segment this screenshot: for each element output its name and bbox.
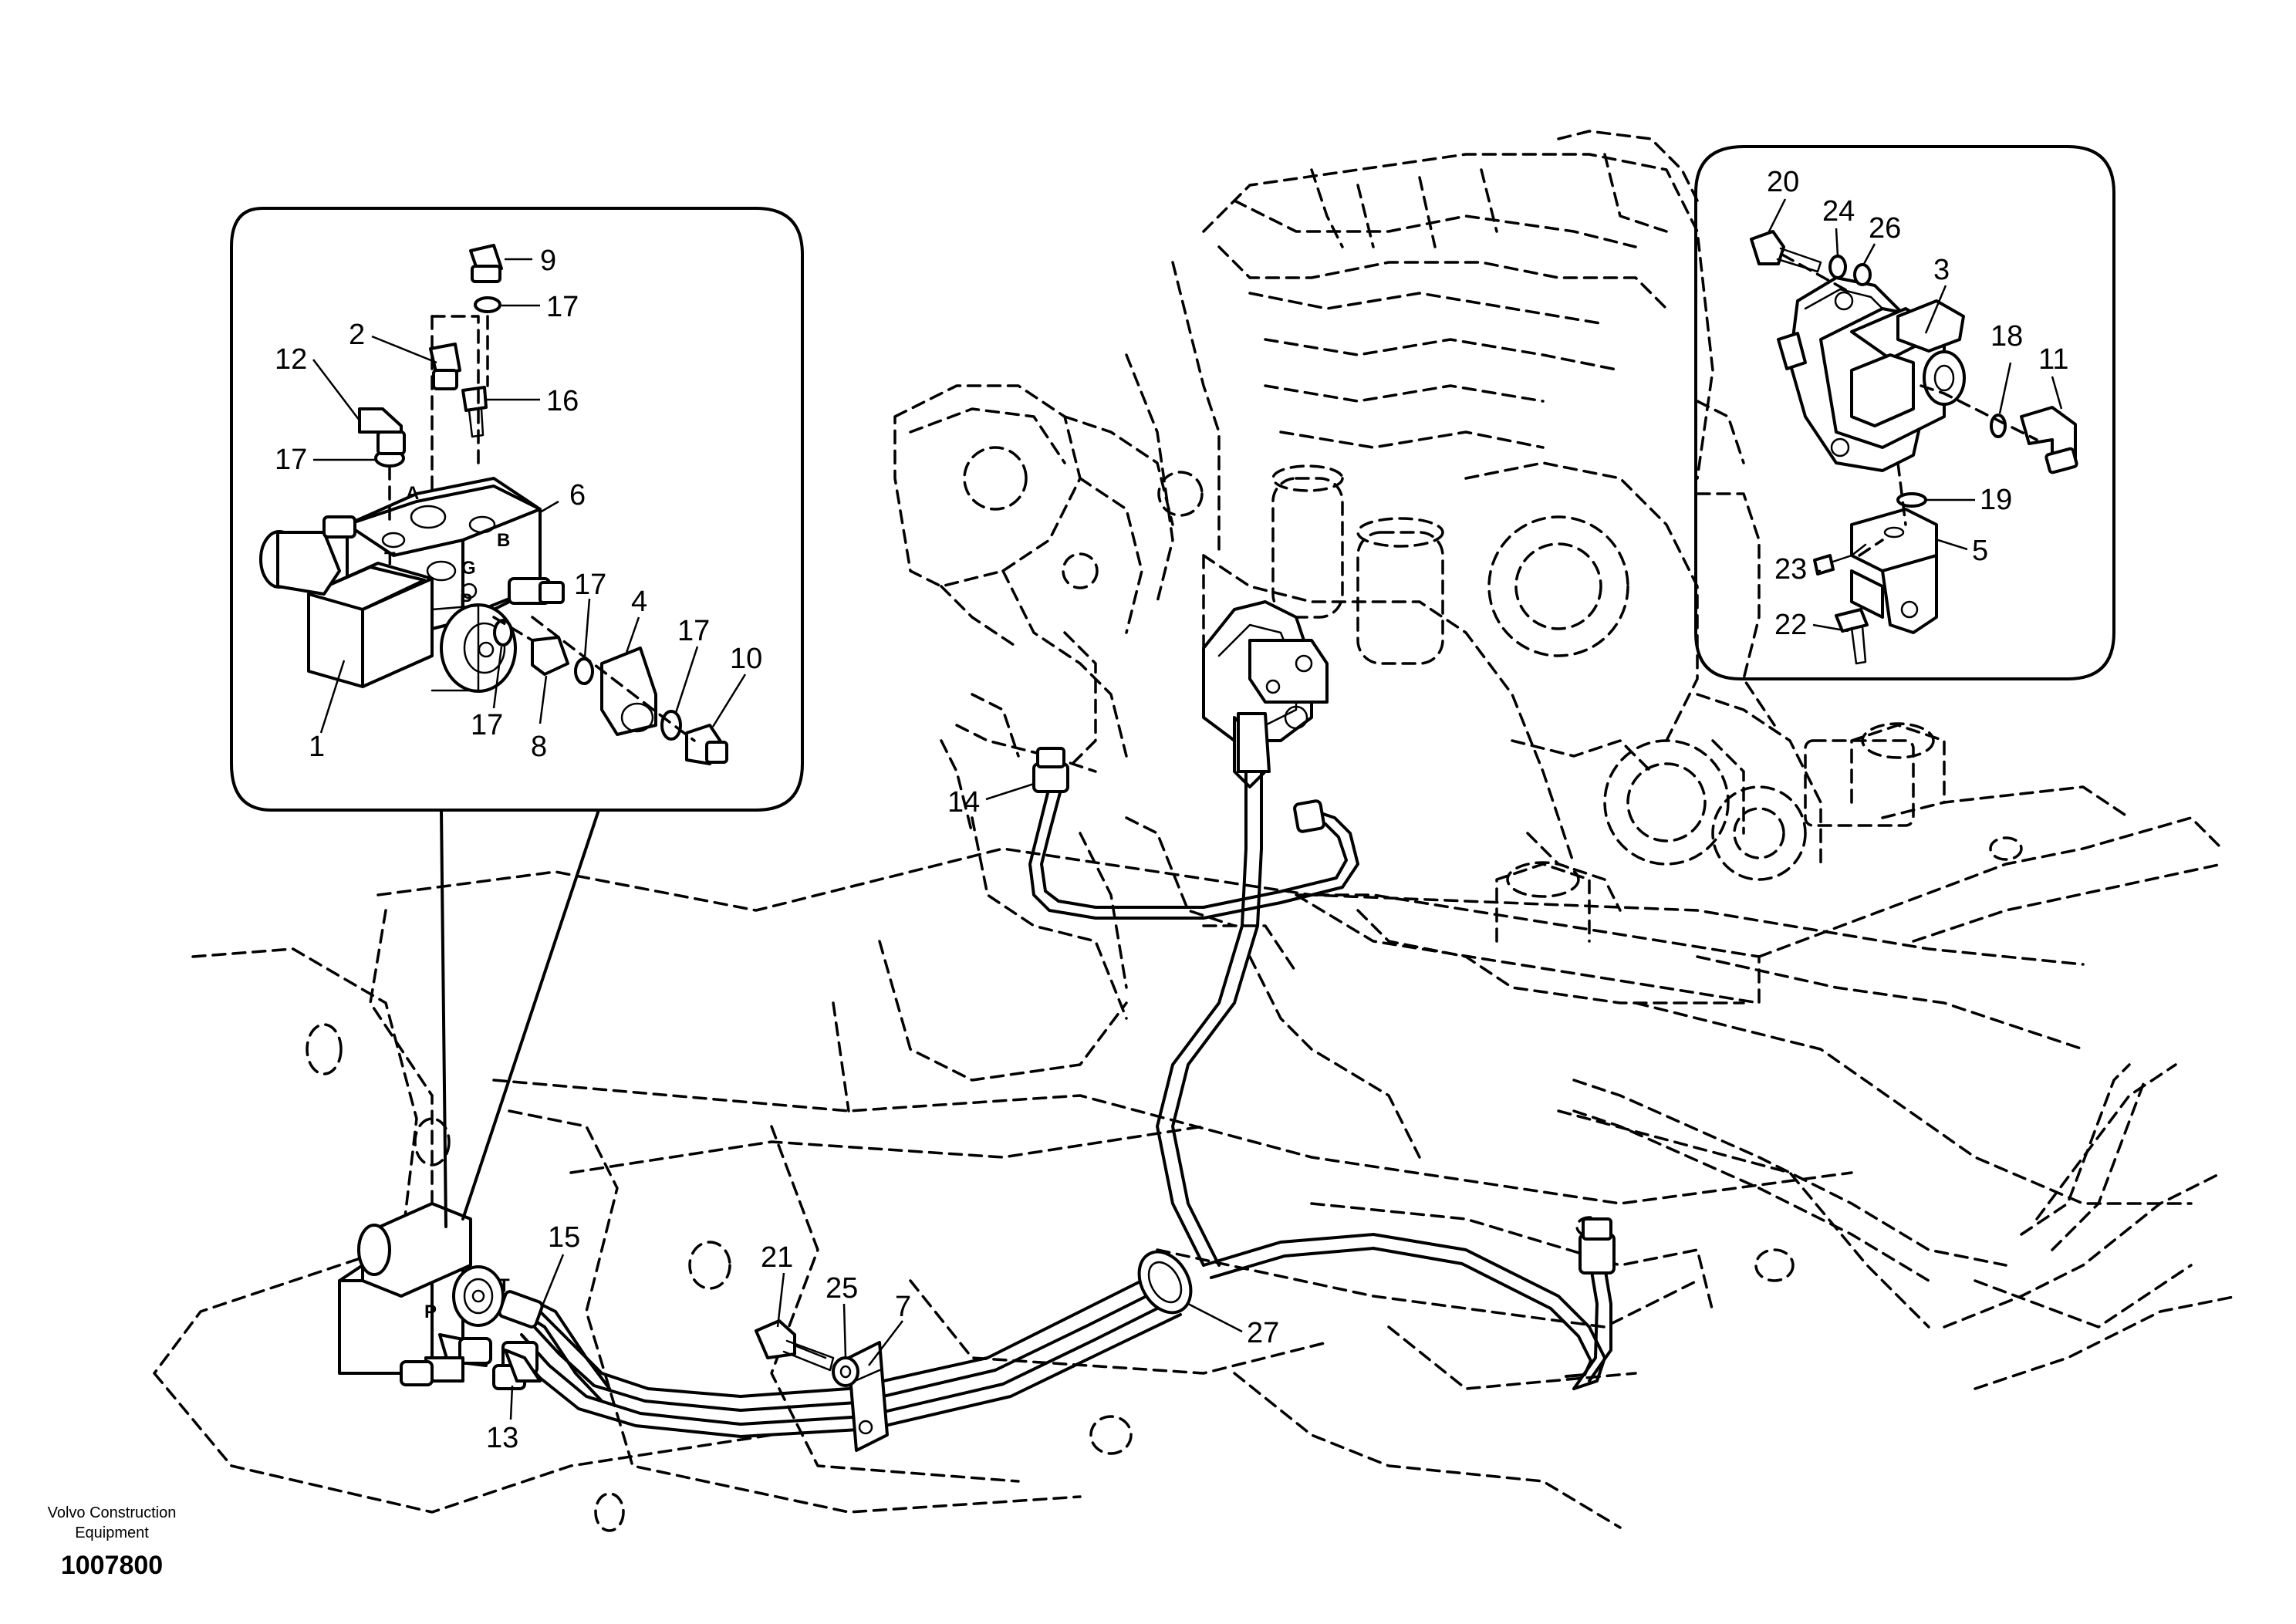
callout-2: 2 xyxy=(349,319,365,351)
inset-port-g: G xyxy=(461,558,476,579)
brand-line-1: Volvo Construction xyxy=(47,1504,177,1521)
inset-port-t: T xyxy=(384,549,396,569)
callout-25: 25 xyxy=(826,1272,858,1305)
inset-motor-detail xyxy=(1694,145,2115,680)
callout-5: 5 xyxy=(1972,535,1988,567)
inset-valve-detail: A B T G P xyxy=(230,207,804,1228)
callout-19: 19 xyxy=(1980,484,2012,516)
callout-26: 26 xyxy=(1869,212,1901,245)
callout-18: 18 xyxy=(1990,320,2023,353)
callout-7: 7 xyxy=(895,1291,911,1323)
callout-3: 3 xyxy=(1933,254,1950,286)
hose-assembly xyxy=(498,712,1616,1452)
callout-numbers: 9 17 2 16 12 17 6 1 17 17 4 17 8 10 14 1… xyxy=(275,166,2068,1454)
main-valve-port-p: P xyxy=(424,1302,437,1322)
callout-4: 4 xyxy=(631,586,647,618)
inset-port-a: A xyxy=(406,483,419,504)
callout-leaders xyxy=(312,198,2063,1420)
callout-22: 22 xyxy=(1774,609,1807,641)
callout-15: 15 xyxy=(548,1221,580,1254)
callout-1: 1 xyxy=(309,731,325,763)
callout-24: 24 xyxy=(1822,195,1855,228)
callout-17d: 17 xyxy=(574,569,606,601)
callout-17a: 17 xyxy=(546,291,579,323)
callout-23: 23 xyxy=(1774,553,1807,586)
callout-21: 21 xyxy=(761,1241,793,1274)
chassis-frame xyxy=(153,722,2239,1532)
inset-port-b: B xyxy=(497,530,510,551)
callout-13: 13 xyxy=(486,1422,518,1454)
callout-16: 16 xyxy=(546,385,579,417)
callout-12: 12 xyxy=(275,343,307,376)
main-valve-port-t: T xyxy=(498,1275,510,1296)
valve-assembly: T P xyxy=(338,1202,542,1390)
engine-outline xyxy=(893,130,1915,1020)
callout-8: 8 xyxy=(531,731,547,763)
document-number: 1007800 xyxy=(60,1551,164,1580)
brand-line-2: Equipment xyxy=(75,1524,149,1541)
callout-17b: 17 xyxy=(275,444,307,476)
callout-10: 10 xyxy=(730,643,762,675)
callout-17c: 17 xyxy=(471,709,503,741)
brand-label: Volvo Construction Equipment xyxy=(31,1503,193,1543)
callout-6: 6 xyxy=(569,479,586,512)
callout-20: 20 xyxy=(1767,166,1799,198)
callout-9: 9 xyxy=(540,245,556,277)
callout-17e: 17 xyxy=(677,615,710,647)
callout-11: 11 xyxy=(2038,343,2068,376)
callout-27: 27 xyxy=(1247,1317,1279,1349)
callout-14: 14 xyxy=(947,786,980,819)
